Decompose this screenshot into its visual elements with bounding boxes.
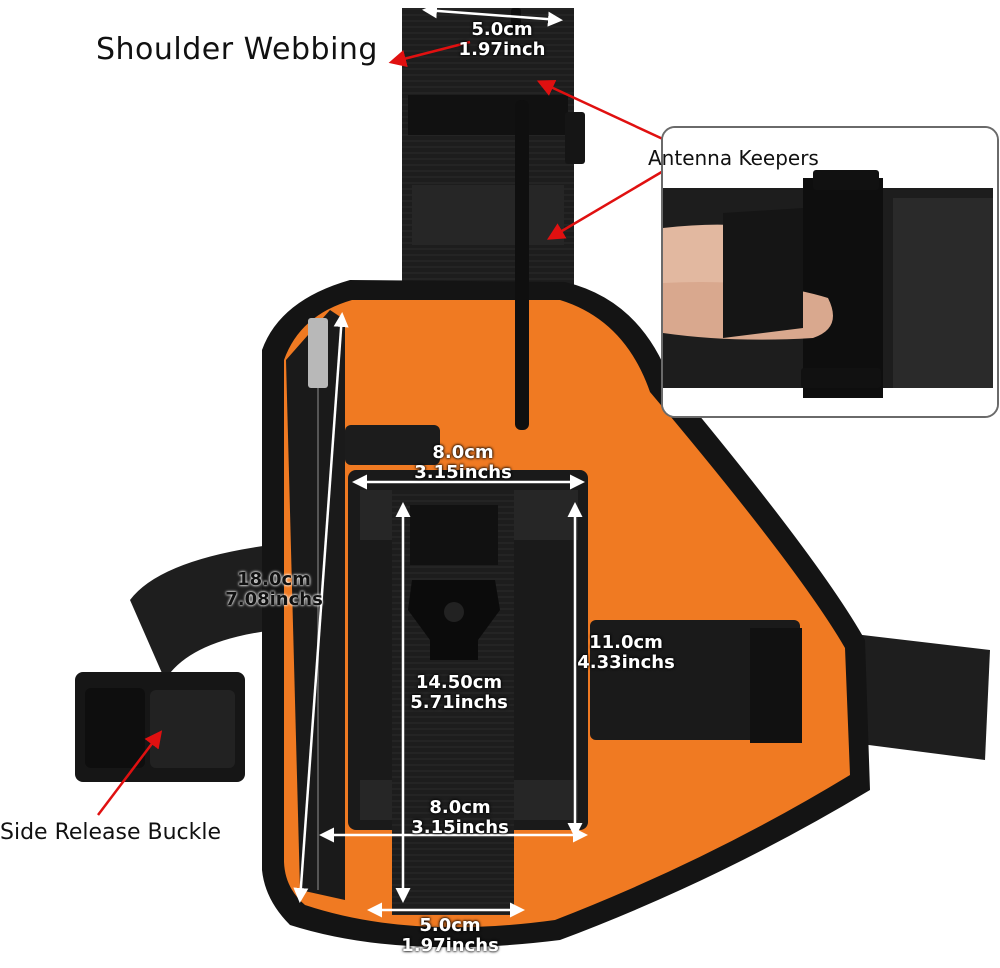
side-pocket-strap xyxy=(590,620,800,740)
pouch-bottom-inch: 3.15inchs xyxy=(411,817,509,838)
shoulder-strap xyxy=(402,8,585,308)
inset-illustration xyxy=(663,128,997,416)
callout-arrows xyxy=(97,40,666,816)
center-strap xyxy=(392,490,514,915)
bottom-strap-inch: 1.97inchs xyxy=(401,935,499,956)
side-height-cm: 18.0cm xyxy=(237,569,311,590)
shoulder-webbing-label: Shoulder Webbing xyxy=(96,32,378,67)
side-height-inch: 7.08inchs xyxy=(225,589,323,610)
center-strap-inch: 5.71inchs xyxy=(410,692,508,713)
center-strap-cm: 14.50cm xyxy=(415,672,503,693)
pouch-height-cm: 11.0cm xyxy=(589,632,663,653)
pouch-bottom-cm: 8.0cm xyxy=(429,797,491,818)
pouch-bottom-dimension: 8.0cm 3.15inchs xyxy=(395,798,525,838)
pouch-top-cm: 8.0cm xyxy=(432,442,494,463)
side-height-dimension: 18.0cm 7.08inchs xyxy=(214,570,334,610)
pouch-top-dimension: 8.0cm 3.15inchs xyxy=(398,443,528,483)
antenna-keepers-label: Antenna Keepers xyxy=(648,146,819,170)
top-strap-inch: 1.97inch xyxy=(458,39,546,60)
bottom-strap-dimension: 5.0cm 1.97inchs xyxy=(385,916,515,956)
pouch-height-dimension: 11.0cm 4.33inchs xyxy=(566,633,686,673)
left-side-strap xyxy=(75,545,275,782)
pouch-top-inch: 3.15inchs xyxy=(414,462,512,483)
top-strap-dimension: 5.0cm 1.97inch xyxy=(452,20,552,60)
pouch-height-inch: 4.33inchs xyxy=(577,652,675,673)
antenna-keeper-detail-inset xyxy=(661,126,999,418)
side-release-buckle-label: Side Release Buckle xyxy=(0,820,222,845)
bottom-strap-cm: 5.0cm xyxy=(419,915,481,936)
top-strap-cm: 5.0cm xyxy=(471,19,533,40)
measure-lines xyxy=(293,3,588,918)
center-strap-dimension: 14.50cm 5.71inchs xyxy=(394,673,524,713)
